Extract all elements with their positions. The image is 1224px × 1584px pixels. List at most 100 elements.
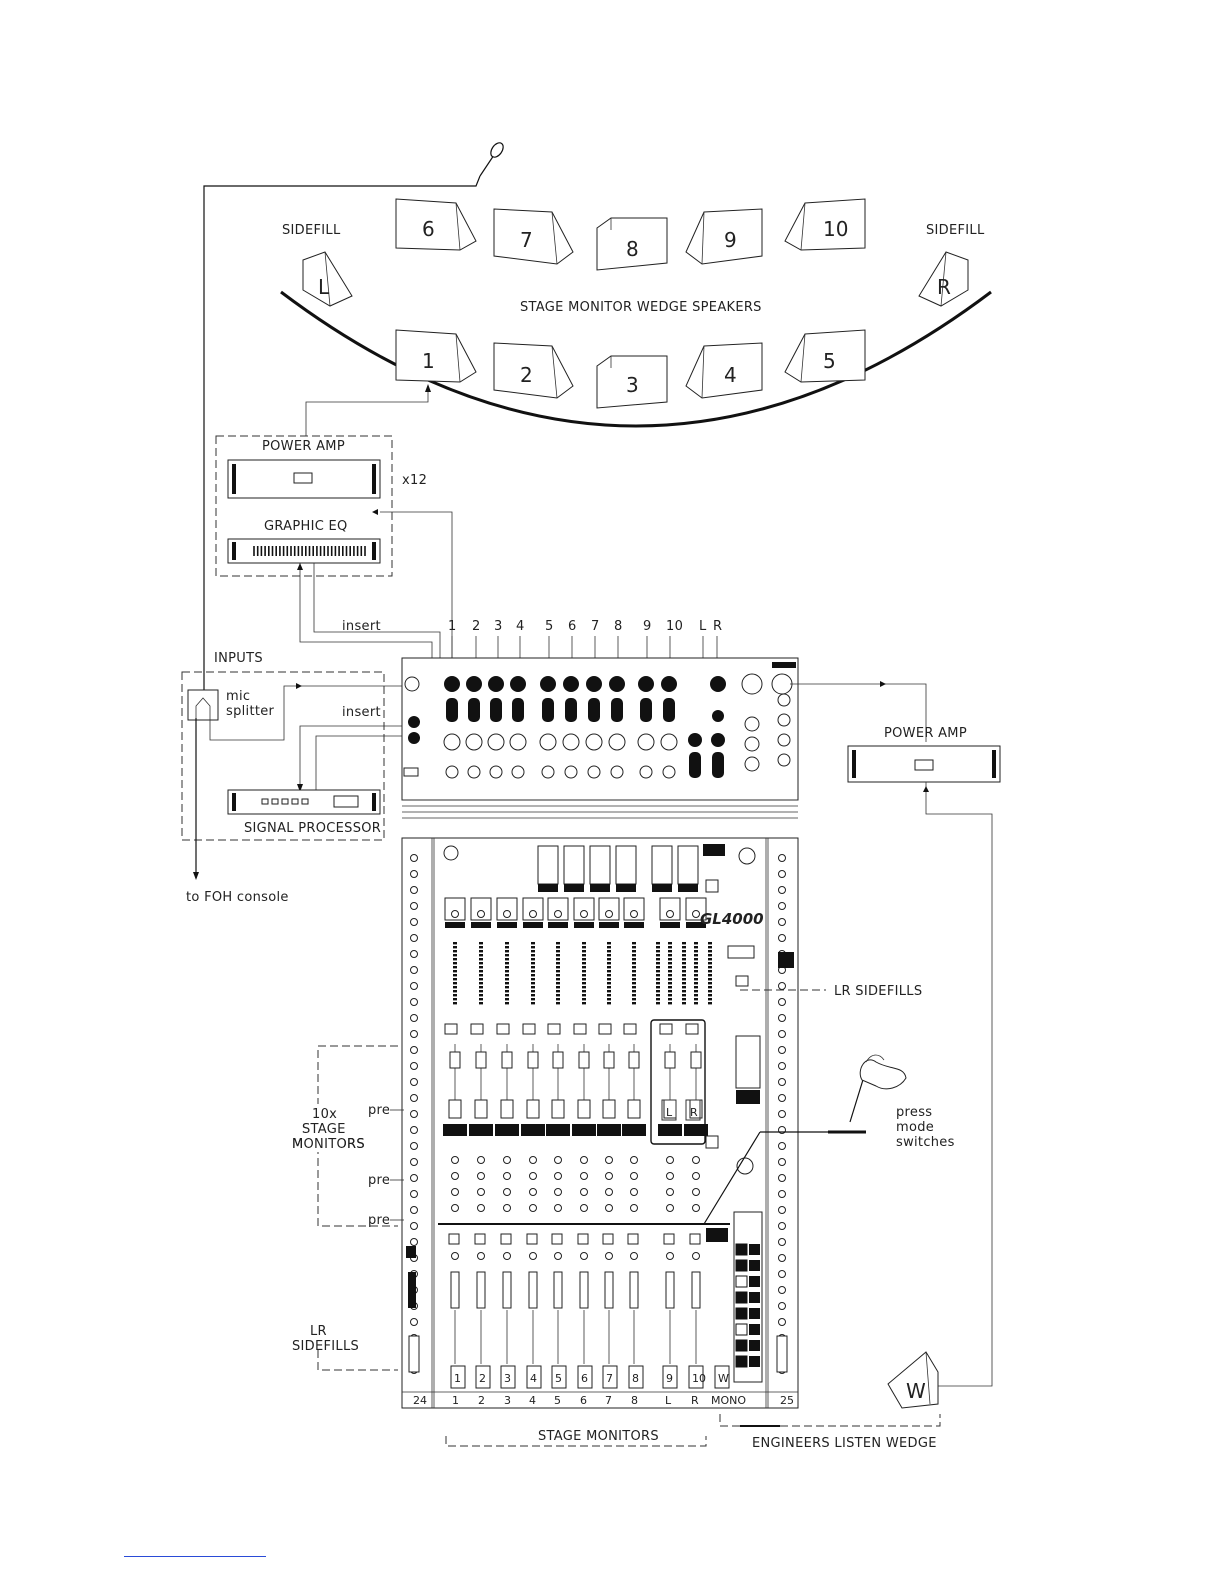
microphone-icon xyxy=(479,142,504,177)
wedge-8: 8 xyxy=(596,217,668,271)
fader-cap-label: 2 xyxy=(479,1372,486,1385)
output-jack xyxy=(466,676,482,692)
strip-label-25: 25 xyxy=(780,1394,794,1407)
lr-sidefills-right-label: LR SIDEFILLS xyxy=(834,984,922,999)
output-number-L: L xyxy=(699,619,707,634)
strip-label-R: R xyxy=(691,1394,699,1407)
output-number-10: 10 xyxy=(666,619,683,634)
strip-label-4: 4 xyxy=(529,1394,536,1407)
fader-cap-W[interactable] xyxy=(714,1365,730,1389)
fader-cap-5[interactable] xyxy=(551,1365,567,1389)
insert-jack xyxy=(565,698,577,722)
fader-cap-2[interactable] xyxy=(475,1365,491,1389)
output-number-6: 6 xyxy=(568,619,577,634)
strip-label-2: 2 xyxy=(478,1394,485,1407)
splitter-label: splitter xyxy=(226,704,275,719)
processor-insert-cable-b xyxy=(315,735,420,790)
splitter-to-console-cable xyxy=(209,685,440,741)
mode-switch[interactable] xyxy=(469,1124,493,1136)
output-jack xyxy=(563,676,579,692)
wedge-9: 9 xyxy=(685,208,763,265)
output-jack xyxy=(661,676,677,692)
trs-jack xyxy=(610,765,624,779)
trs-jack xyxy=(511,765,525,779)
strip-label-8: 8 xyxy=(631,1394,638,1407)
mode-switch[interactable] xyxy=(622,1124,646,1136)
fader-cap-9[interactable] xyxy=(662,1365,678,1389)
eq-to-amp-cable xyxy=(380,511,453,672)
wedge-4-number: 4 xyxy=(724,363,737,387)
wedge-10: 10 xyxy=(784,198,866,251)
console-rear-panel xyxy=(401,657,799,819)
mode-switch[interactable] xyxy=(546,1124,570,1136)
sidefill-right-letter: R xyxy=(937,275,951,299)
trs-jack xyxy=(639,765,653,779)
insert-jack xyxy=(663,698,675,722)
insert-label-inputs: insert xyxy=(342,705,381,720)
output-jack xyxy=(609,676,625,692)
insert-jack xyxy=(490,698,502,722)
xlr-jack xyxy=(509,733,527,751)
output-number-8: 8 xyxy=(614,619,623,634)
wedge-2: 2 xyxy=(493,342,574,399)
xlr-jack xyxy=(585,733,603,751)
fader-cap-label: 3 xyxy=(504,1372,511,1385)
fader-cap-10[interactable] xyxy=(688,1365,704,1389)
output-number-7: 7 xyxy=(591,619,600,634)
fader-cap-label: 5 xyxy=(555,1372,562,1385)
mode-switch[interactable] xyxy=(572,1124,596,1136)
mic-cable xyxy=(203,175,481,700)
lr-sidefills-left-line1: LR xyxy=(310,1324,327,1339)
fader-cap-1[interactable] xyxy=(450,1365,466,1389)
hand-pen-icon xyxy=(849,1054,907,1123)
pre-label-1: pre xyxy=(368,1103,390,1118)
output-number-9: 9 xyxy=(643,619,652,634)
mode-switch[interactable] xyxy=(597,1124,621,1136)
fader-cap-label: 7 xyxy=(606,1372,613,1385)
mode-switch[interactable] xyxy=(684,1124,708,1136)
output-number-4: 4 xyxy=(516,619,525,634)
strip-label-MONO: MONO xyxy=(711,1394,746,1407)
xlr-jack xyxy=(562,733,580,751)
fader-cap-label: 9 xyxy=(666,1372,673,1385)
power-amp-label: POWER AMP xyxy=(262,439,345,454)
press-note-line3: switches xyxy=(896,1135,955,1150)
strip-label-L: L xyxy=(665,1394,672,1407)
mode-switch[interactable] xyxy=(495,1124,519,1136)
fader-cap-7[interactable] xyxy=(602,1365,618,1389)
fader-cap-label: 10 xyxy=(692,1372,706,1385)
trs-jack xyxy=(662,765,676,779)
wedge-2-number: 2 xyxy=(520,363,533,387)
fader-cap-label: 6 xyxy=(581,1372,588,1385)
wedge-5-number: 5 xyxy=(823,349,836,373)
multiplier-label: x12 xyxy=(402,473,427,488)
console-to-amp-cable xyxy=(790,683,927,742)
insert-jack xyxy=(588,698,600,722)
wedge-6: 6 xyxy=(395,198,477,251)
output-number-R: R xyxy=(713,619,722,634)
fader-cap-6[interactable] xyxy=(577,1365,593,1389)
listen-wedge-speaker: W xyxy=(887,1351,939,1409)
mode-switch[interactable] xyxy=(521,1124,545,1136)
pre-label-2: pre xyxy=(368,1173,390,1188)
fader-cap-4[interactable] xyxy=(526,1365,542,1389)
wedge-5: 5 xyxy=(784,329,866,383)
mode-switch[interactable] xyxy=(443,1124,467,1136)
xlr-jack xyxy=(660,733,678,751)
insert-jack xyxy=(468,698,480,722)
fader-cap-3[interactable] xyxy=(500,1365,516,1389)
xlr-jack xyxy=(465,733,483,751)
inputs-group xyxy=(181,671,385,841)
right-power-amp-label: POWER AMP xyxy=(884,726,967,741)
fader-cap-8[interactable] xyxy=(628,1365,644,1389)
wedge-7-number: 7 xyxy=(520,228,533,252)
xlr-jack xyxy=(637,733,655,751)
mode-switch[interactable] xyxy=(658,1124,682,1136)
xlr-jack xyxy=(443,733,461,751)
amp-to-wedge-cable xyxy=(305,388,429,436)
output-number-2: 2 xyxy=(472,619,481,634)
master-l-label: L xyxy=(666,1106,673,1119)
wedge-10-number: 10 xyxy=(823,217,848,241)
